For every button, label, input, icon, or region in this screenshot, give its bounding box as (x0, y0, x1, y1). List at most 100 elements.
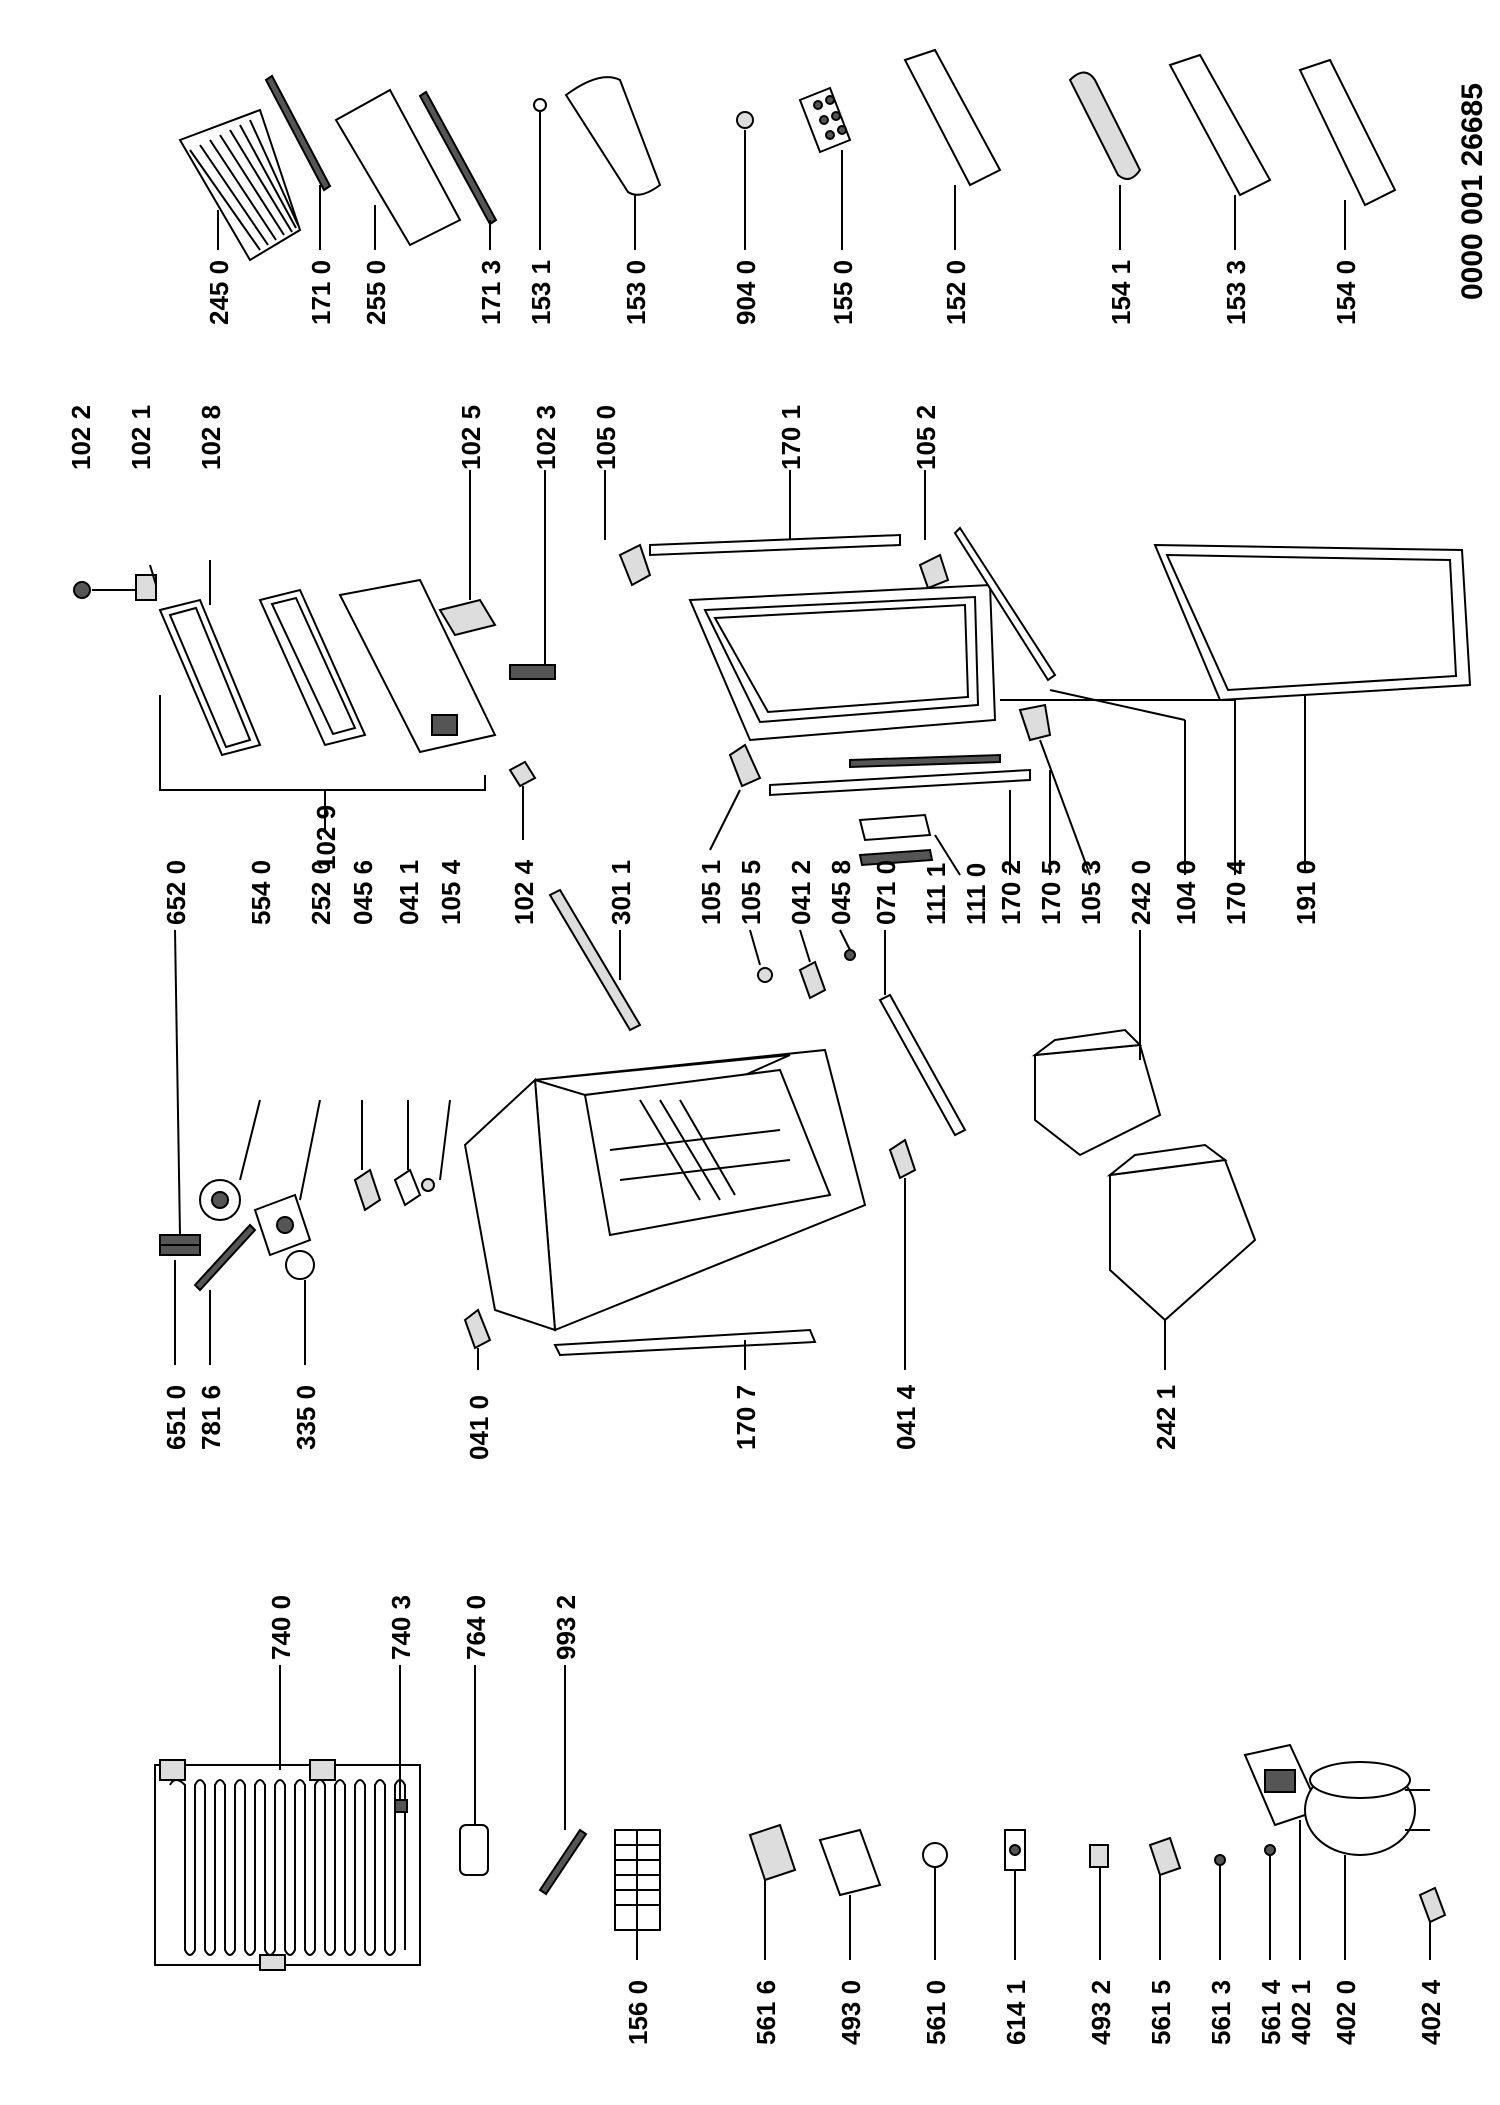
part-number-label: 045 6 (348, 860, 378, 925)
part-number-label: 245 0 (204, 260, 234, 325)
part-number-label: 102 3 (531, 405, 561, 470)
part-knob (73, 581, 91, 599)
leader-line (1049, 689, 1186, 721)
part-crisper-small (1031, 1028, 1162, 1157)
part-light-housing (253, 1193, 312, 1257)
part-number-label: 102 8 (196, 405, 226, 470)
part-number-label: 402 4 (1416, 1979, 1446, 2045)
part-bracket (798, 960, 827, 1000)
part-latch (509, 664, 556, 680)
part-shelf-trim (264, 74, 332, 192)
part-number-label: 252 0 (306, 860, 336, 925)
part-door-rail-side (953, 526, 1057, 682)
part-number-label: 045 8 (826, 860, 856, 925)
part-thermostat (199, 1179, 241, 1221)
part-egg-tray (798, 86, 852, 154)
part-number-label: 152 0 (941, 260, 971, 325)
leader-line (839, 929, 851, 951)
part-number-label: 071 0 (871, 860, 901, 925)
part-number-label: 105 1 (696, 860, 726, 925)
part-overload (922, 1842, 948, 1868)
part-freezer-compartment (338, 578, 497, 754)
part-number-label: 493 2 (1086, 1980, 1116, 2045)
part-bin-front (1068, 71, 1142, 180)
part-number-label: 105 2 (911, 405, 941, 470)
part-freezer-clip (508, 760, 537, 788)
part-door-closer (878, 993, 967, 1137)
part-number-label: 781 6 (196, 1385, 226, 1450)
part-crisper-large (1106, 1143, 1257, 1322)
part-number-label: 651 0 (161, 1385, 191, 1450)
part-number-label: 561 6 (751, 1980, 781, 2045)
part-number-label: 153 3 (1221, 260, 1251, 325)
part-number-label: 155 0 (828, 260, 858, 325)
part-terminal-cover (818, 1828, 882, 1897)
part-number-label: 105 3 (1076, 860, 1106, 925)
part-glass-shelf (334, 88, 462, 247)
part-foot (393, 1168, 422, 1207)
part-number-label: 301 1 (606, 860, 636, 925)
part-handle-base (858, 813, 932, 842)
part-lower-hinge (728, 743, 762, 788)
part-door-rail-inner (849, 753, 1001, 769)
part-start-device (1004, 1829, 1026, 1871)
part-number-label: 154 0 (1331, 260, 1361, 325)
leader-line (299, 1099, 321, 1201)
part-number-label: 554 0 (246, 860, 276, 925)
part-handle (858, 848, 934, 867)
document-number: 0000 001 26685 (1456, 83, 1489, 300)
part-number-label: 170 4 (1221, 859, 1251, 925)
leader-line (799, 929, 811, 963)
part-door-bin-medium (1168, 53, 1272, 197)
leader-line (934, 834, 961, 876)
part-number-label: 153 1 (526, 260, 556, 325)
part-number-label: 041 1 (394, 860, 424, 925)
part-relay (748, 1823, 797, 1882)
leader-bracket (159, 695, 486, 791)
part-clip (533, 98, 547, 112)
part-freezer-plate (438, 598, 497, 637)
part-door-rail-top (649, 533, 901, 557)
part-number-label: 153 0 (621, 260, 651, 325)
part-door-gasket (1153, 543, 1472, 702)
part-ice-tray (614, 1829, 661, 1931)
part-rear-foot (888, 1138, 917, 1180)
part-shelf-trim-rear (418, 90, 498, 226)
part-leveling-foot (463, 1308, 492, 1350)
part-evaporator-fitting (394, 1799, 408, 1813)
leader-line (149, 564, 157, 586)
part-number-label: 561 0 (921, 1980, 951, 2045)
leader-line (709, 789, 741, 851)
part-number-label: 041 4 (891, 1384, 921, 1450)
part-number-label: 493 0 (836, 1980, 866, 2045)
part-number-label: 764 0 (461, 1595, 491, 1660)
leader-line (174, 929, 181, 1236)
part-nut (736, 111, 754, 129)
part-number-label: 561 3 (1206, 1980, 1236, 2045)
part-number-label: 561 5 (1146, 1980, 1176, 2045)
part-wire-shelf (178, 108, 302, 262)
part-number-label: 614 1 (1001, 1980, 1031, 2045)
part-door-rail-bottom (769, 768, 1031, 797)
part-freezer-rail (548, 888, 642, 1032)
part-bushing (757, 967, 773, 983)
part-number-label: 740 3 (386, 1595, 416, 1660)
part-grommet (1214, 1854, 1226, 1866)
part-door-bin-large (903, 48, 1002, 187)
part-number-label: 111 0 (961, 863, 991, 925)
part-compressor (1304, 1761, 1430, 1856)
part-hinge-cap (135, 574, 157, 601)
part-number-label: 652 0 (161, 860, 191, 925)
part-number-label: 102 9 (311, 805, 341, 870)
part-number-label: 154 1 (1106, 260, 1136, 325)
part-door-bin-small (564, 76, 662, 196)
part-upper-hinge (618, 543, 652, 587)
part-compressor-clip (1418, 1886, 1447, 1924)
part-number-label: 561 4 (1256, 1979, 1286, 2045)
leader-line (239, 1099, 261, 1181)
part-door-bin-bottle (1298, 58, 1397, 207)
leader-line (749, 929, 761, 966)
part-number-label: 242 0 (1126, 860, 1156, 925)
